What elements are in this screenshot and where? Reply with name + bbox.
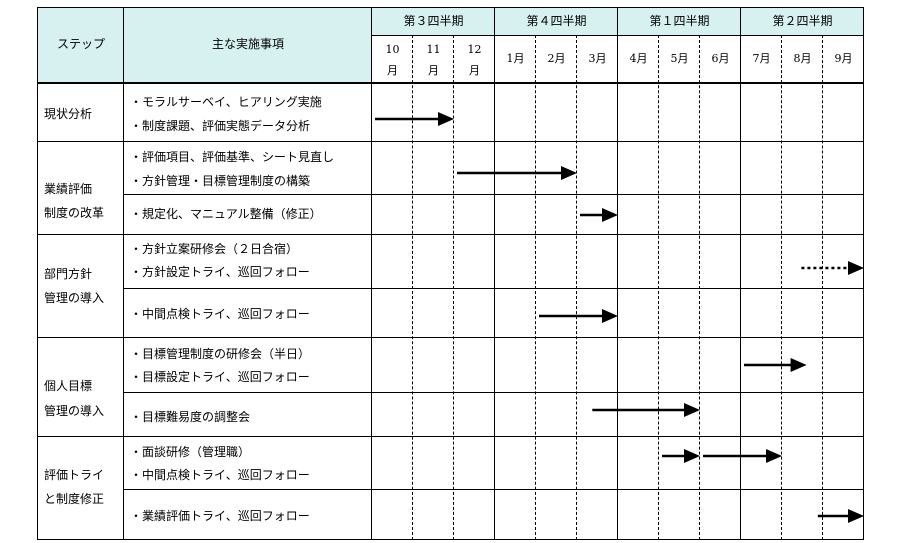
- item-text: ・目標管理制度の研修会（半日）: [130, 347, 311, 361]
- step-label-hyoka: 評価トライ: [44, 468, 105, 482]
- month-label: 6月: [711, 52, 730, 65]
- month-separator: [658, 35, 659, 540]
- row-line: [37, 337, 864, 338]
- row-line: [37, 234, 864, 235]
- schedule-arrow: [457, 166, 577, 180]
- item-text: ・制度課題、評価実態データ分析: [130, 119, 311, 133]
- table-border: [37, 7, 864, 8]
- quarter-divider: [494, 7, 495, 540]
- item-text: ・目標難易度の調整会: [130, 410, 251, 424]
- step-label-bumon: 部門方針: [44, 267, 93, 281]
- item-text: ・目標設定トライ、巡回フォロー: [130, 370, 310, 384]
- quarter-divider: [740, 7, 741, 540]
- month-separator: [412, 35, 413, 540]
- step-label-gyoseki: 制度の改革: [44, 206, 105, 220]
- header-items-cell: [124, 7, 372, 82]
- month-label: 月: [469, 64, 480, 77]
- item-text: ・中間点検トライ、巡回フォロー: [130, 307, 310, 321]
- month-separator: [699, 35, 700, 540]
- table-border: [37, 539, 864, 540]
- step-label-genjo: 現状分析: [44, 107, 93, 121]
- item-text: ・方針設定トライ、巡回フォロー: [130, 265, 310, 279]
- month-label: 月: [387, 64, 398, 77]
- step-label-hyoka: と制度修正: [44, 492, 105, 506]
- month-label: 11: [426, 43, 441, 56]
- schedule-arrow: [744, 358, 807, 372]
- schedule-arrow: [592, 403, 700, 417]
- item-text: ・モラルサーベイ、ヒアリング実施: [130, 95, 322, 109]
- month-label: 2月: [547, 52, 566, 65]
- month-separator: [535, 35, 536, 540]
- header-quarter-row: [372, 7, 864, 35]
- header-bottom-line: [37, 82, 864, 84]
- month-label: 3月: [588, 52, 607, 65]
- item-text: ・方針管理・目標管理制度の構築: [130, 174, 311, 188]
- schedule-arrow: [801, 261, 864, 275]
- quarter-divider: [617, 7, 618, 540]
- month-label: 月: [428, 64, 439, 77]
- quarter-label-q3: 第３四半期: [403, 14, 464, 28]
- month-separator: [453, 35, 454, 540]
- item-text: ・方針立案研修会（２日合宿）: [130, 242, 299, 256]
- step-label-gyoseki: 業績評価: [44, 182, 93, 196]
- schedule-arrow: [580, 208, 618, 222]
- row-line: [37, 436, 864, 437]
- schedule-arrow: [662, 449, 700, 463]
- month-label: 10: [385, 43, 400, 56]
- quarter-row-line: [372, 35, 864, 36]
- month-label: 1月: [506, 52, 525, 65]
- row-line: [37, 141, 864, 142]
- step-label-bumon: 管理の導入: [44, 291, 105, 305]
- item-text: ・業績評価トライ、巡回フォロー: [130, 509, 310, 523]
- item-text: ・規定化、マニュアル整備（修正）: [130, 207, 322, 221]
- step-label-kojin: 管理の導入: [44, 404, 105, 418]
- month-label: 4月: [629, 52, 648, 65]
- month-separator: [822, 35, 823, 540]
- month-label: 9月: [834, 52, 853, 65]
- row-line: [124, 489, 864, 490]
- schedule-arrow: [375, 112, 454, 126]
- quarter-label-q4: 第４四半期: [526, 14, 587, 28]
- quarter-label-q2: 第２四半期: [772, 14, 833, 28]
- table-border: [863, 7, 864, 540]
- column-divider: [123, 7, 124, 540]
- row-line: [124, 194, 864, 195]
- month-separator: [781, 35, 782, 540]
- item-text: ・評価項目、評価基準、シート見直し: [130, 150, 335, 164]
- month-label: 5月: [670, 52, 689, 65]
- month-label: 12: [467, 43, 482, 56]
- header-step-label: ステップ: [56, 37, 105, 51]
- quarter-label-q1: 第１四半期: [649, 14, 710, 28]
- step-label-kojin: 個人目標: [44, 379, 93, 393]
- header-step-cell: [38, 7, 124, 82]
- table-border: [37, 7, 38, 540]
- header-items-label: 主な実施事項: [211, 37, 284, 51]
- row-line: [124, 288, 864, 289]
- schedule-arrow: [817, 509, 864, 523]
- schedule-arrow: [703, 449, 782, 463]
- column-divider: [371, 7, 372, 540]
- row-line: [124, 392, 864, 393]
- month-label: 8月: [793, 52, 812, 65]
- item-text: ・面談研修（管理職）: [130, 445, 251, 459]
- item-text: ・中間点検トライ、巡回フォロー: [130, 468, 310, 482]
- month-label: 7月: [752, 52, 771, 65]
- month-separator: [576, 35, 577, 540]
- schedule-arrow: [539, 309, 618, 323]
